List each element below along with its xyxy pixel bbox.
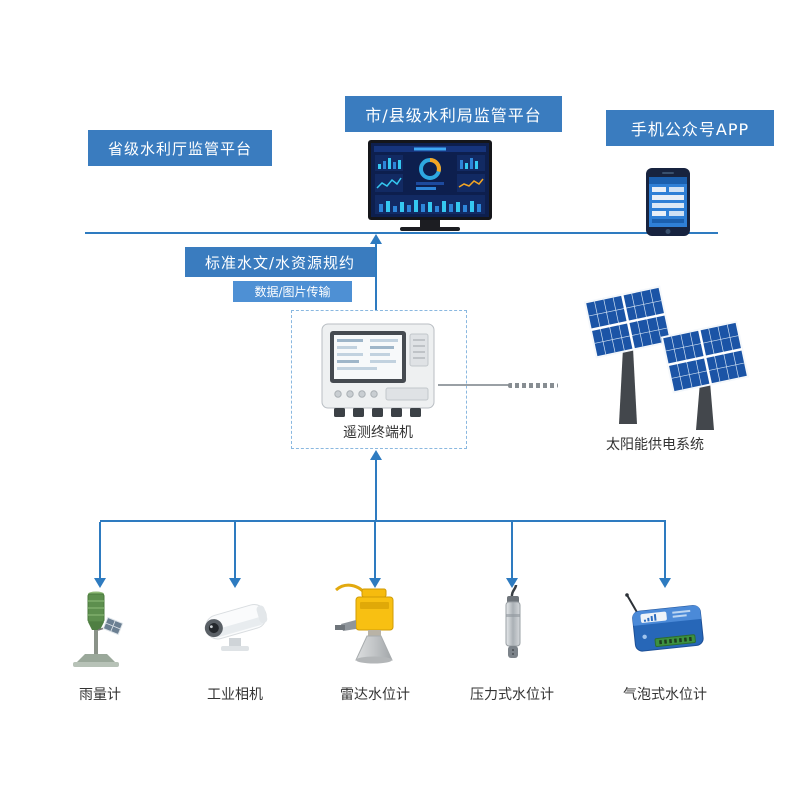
solar-panel-icon (583, 285, 750, 430)
sensor-label: 雨量计 (79, 687, 121, 703)
sensors-to-rtu-line (375, 459, 377, 521)
city-county-platform-box: 市/县级水利局监管平台 (345, 96, 562, 132)
camera-icon (204, 603, 268, 651)
mobile-app-box: 手机公众号APP (606, 110, 774, 146)
rain-gauge-illustration (63, 590, 137, 674)
transmission-label-box: 数据/图片传输 (233, 281, 352, 302)
sensors-to-rtu-arrow (370, 450, 382, 460)
drop-arrow-pressure (506, 578, 518, 588)
radar-gauge-icon (335, 583, 394, 664)
rtu-to-platform-line (375, 243, 377, 310)
sensor-drop-line (664, 522, 666, 578)
sensor-bus-line (100, 520, 666, 522)
city-county-platform-label: 市/县级水利局监管平台 (365, 106, 542, 125)
rtu-dashed-frame (291, 310, 467, 449)
industrial-camera-illustration (193, 598, 277, 662)
bubble-gauge-icon (625, 593, 704, 652)
radar-level-gauge-illustration (331, 580, 419, 672)
provincial-platform-label: 省级水利厅监管平台 (107, 139, 252, 158)
smartphone-illustration (646, 168, 690, 236)
mobile-app-label: 手机公众号APP (630, 120, 750, 139)
sensor-label: 压力式水位计 (470, 687, 554, 703)
sensor-drop-line (234, 522, 236, 578)
rtu-illustration (320, 322, 440, 420)
sensor-label: 气泡式水位计 (623, 687, 707, 703)
smartphone-icon (646, 168, 690, 236)
sensor-label: 雷达水位计 (340, 687, 410, 703)
rain-gauge-icon (73, 591, 124, 667)
rtu-label: 遥测终端机 (343, 425, 413, 441)
drop-arrow-radar (369, 578, 381, 588)
sensor-drop-line (511, 522, 513, 578)
drop-arrow-rain-gauge (94, 578, 106, 588)
rtu-antenna-coil (508, 382, 558, 388)
sensor-drop-line (374, 522, 376, 578)
protocol-label-box: 标准水文/水资源规约 (185, 247, 375, 277)
pressure-level-gauge-illustration (488, 584, 536, 670)
top-bus-line (85, 232, 718, 234)
rtu-to-platform-arrow (370, 234, 382, 244)
pressure-gauge-icon (505, 584, 521, 658)
solar-panels-illustration (583, 262, 768, 432)
transmission-label: 数据/图片传输 (254, 285, 331, 299)
dashboard-monitor-illustration (368, 140, 492, 232)
sensor-drop-line (99, 522, 101, 578)
drop-arrow-camera (229, 578, 241, 588)
telemetry-terminal-icon (321, 323, 435, 417)
rtu-antenna-wire (438, 384, 510, 386)
protocol-label: 标准水文/水资源规约 (204, 253, 356, 272)
solar-label: 太阳能供电系统 (606, 437, 704, 453)
bubble-level-gauge-illustration (618, 592, 712, 668)
drop-arrow-bubble (659, 578, 671, 588)
sensor-label: 工业相机 (207, 687, 263, 703)
provincial-platform-box: 省级水利厅监管平台 (88, 130, 272, 166)
monitor-icon (368, 140, 492, 231)
